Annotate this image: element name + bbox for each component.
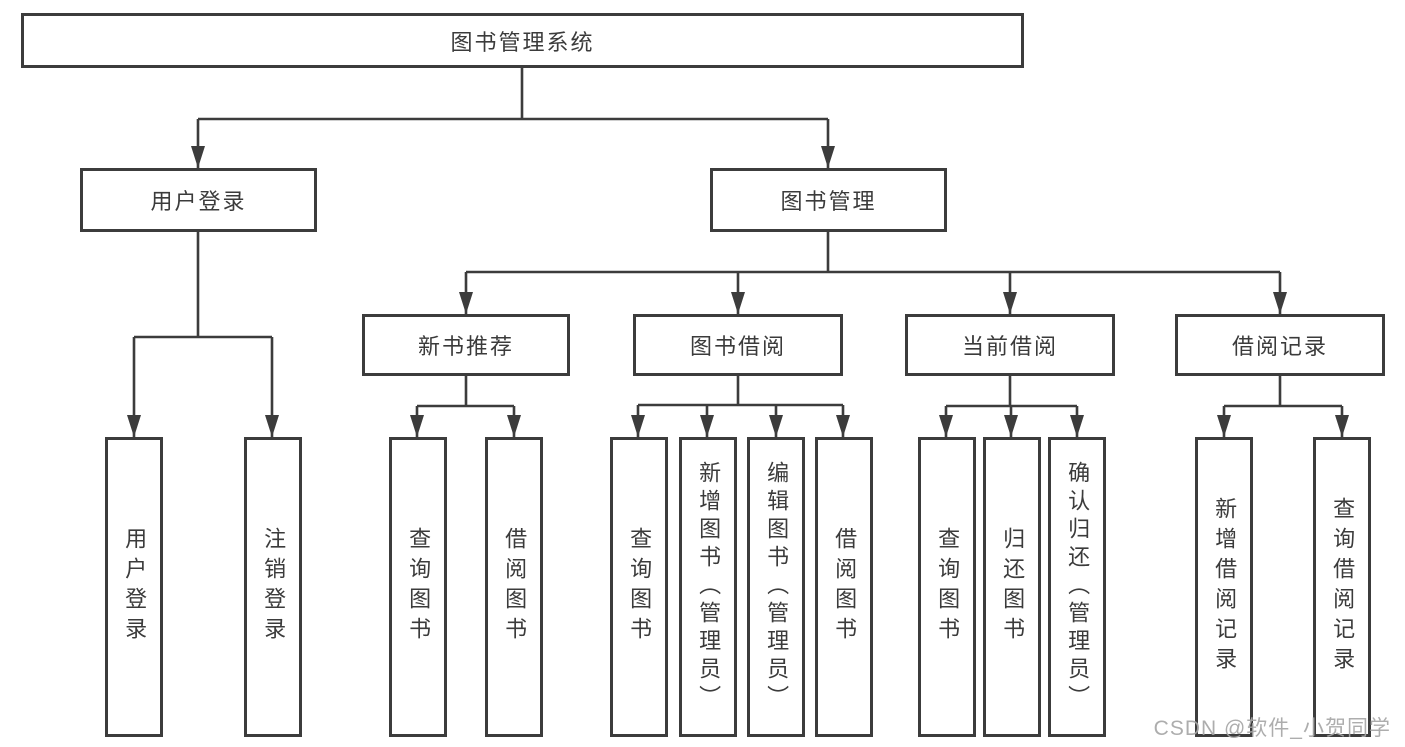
leaf-query-borrow-record: 查询借阅记录 xyxy=(1313,437,1371,737)
csdn-watermark: CSDN @软件_小贺同学 xyxy=(1153,717,1391,740)
node-user-login: 用户登录 xyxy=(80,168,317,232)
leaf-edit-book-admin: 编辑图书（管理员） xyxy=(747,437,805,737)
node-current-borrow-label: 当前借阅 xyxy=(961,334,1058,359)
leaf-logout-label: 注销登录 xyxy=(261,527,287,647)
leaf-logout: 注销登录 xyxy=(244,437,302,737)
node-borrow-records-label: 借阅记录 xyxy=(1231,334,1328,359)
leaf-current-query-books-label: 查询图书 xyxy=(935,527,961,647)
leaf-borrow-query-books-label: 查询图书 xyxy=(627,527,653,647)
node-current-borrow: 当前借阅 xyxy=(905,314,1115,376)
leaf-borrow-books-label: 借阅图书 xyxy=(832,527,858,647)
leaf-user-login-label: 用户登录 xyxy=(122,527,148,647)
leaf-return-book: 归还图书 xyxy=(983,437,1041,737)
leaf-borrow-query-books: 查询图书 xyxy=(610,437,668,737)
node-borrow-records: 借阅记录 xyxy=(1175,314,1385,376)
node-book-management-label: 图书管理 xyxy=(780,189,877,214)
node-book-management: 图书管理 xyxy=(710,168,947,232)
node-root: 图书管理系统 xyxy=(21,13,1024,68)
leaf-confirm-return-admin: 确认归还（管理员） xyxy=(1048,437,1106,737)
leaf-recommend-borrow-books: 借阅图书 xyxy=(485,437,543,737)
node-user-login-label: 用户登录 xyxy=(150,189,247,214)
tree-edges xyxy=(132,68,1344,437)
leaf-recommend-borrow-books-label: 借阅图书 xyxy=(502,527,528,647)
leaf-borrow-books: 借阅图书 xyxy=(815,437,873,737)
node-root-label: 图书管理系统 xyxy=(450,29,595,55)
leaf-confirm-return-admin-label: 确认归还（管理员） xyxy=(1065,461,1091,713)
leaf-add-book-admin: 新增图书（管理员） xyxy=(679,437,737,737)
leaf-current-query-books: 查询图书 xyxy=(918,437,976,737)
leaf-add-borrow-record: 新增借阅记录 xyxy=(1195,437,1253,737)
leaf-add-borrow-record-label: 新增借阅记录 xyxy=(1212,497,1238,677)
leaf-query-borrow-record-label: 查询借阅记录 xyxy=(1330,497,1356,677)
leaf-recommend-query-books: 查询图书 xyxy=(389,437,447,737)
node-new-book-recommend: 新书推荐 xyxy=(362,314,570,376)
node-book-borrow-label: 图书借阅 xyxy=(689,334,786,359)
leaf-add-book-admin-label: 新增图书（管理员） xyxy=(696,461,722,713)
leaf-user-login: 用户登录 xyxy=(105,437,163,737)
leaf-recommend-query-books-label: 查询图书 xyxy=(406,527,432,647)
leaf-edit-book-admin-label: 编辑图书（管理员） xyxy=(764,461,790,713)
node-new-book-recommend-label: 新书推荐 xyxy=(417,334,514,359)
node-book-borrow: 图书借阅 xyxy=(633,314,843,376)
leaf-return-book-label: 归还图书 xyxy=(1000,527,1026,647)
